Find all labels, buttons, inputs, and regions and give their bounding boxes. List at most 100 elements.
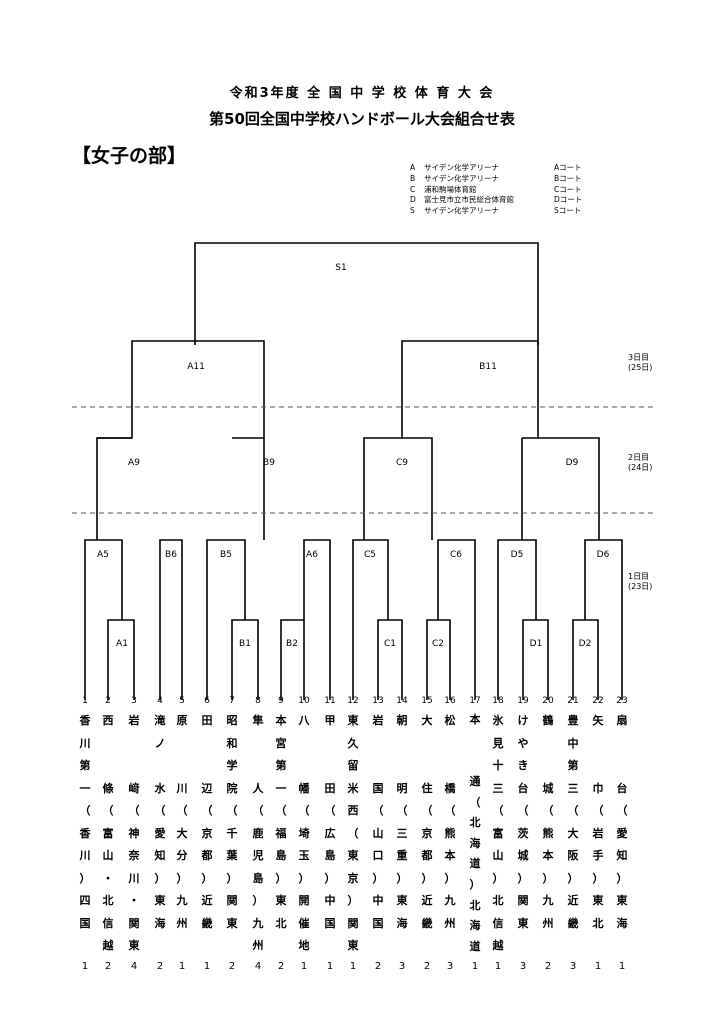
- team-name-char: 鶴: [542, 714, 554, 727]
- team-name-char: （: [154, 804, 166, 817]
- team-name-char: [293, 755, 315, 778]
- team-name-char: 関: [128, 916, 140, 930]
- team-name-char: 三: [567, 781, 579, 795]
- team-name-char: 道: [469, 939, 481, 953]
- team-name-char: 京: [201, 826, 213, 840]
- team-seed: 1: [349, 960, 357, 972]
- team-seed: 1: [471, 960, 479, 972]
- team-name-char: 学: [226, 759, 238, 772]
- team-name-char: [367, 755, 389, 778]
- match-round16: B6: [165, 550, 177, 560]
- team-name-char: 矢: [592, 714, 604, 727]
- venue-court: Aコート: [554, 163, 582, 172]
- team-name-char: [587, 733, 609, 756]
- team-number: 3: [131, 696, 137, 706]
- team-name-char: 明: [396, 781, 408, 795]
- match-round32: B2: [286, 639, 298, 649]
- team-name-char: （: [324, 804, 336, 817]
- team-name-char: （: [275, 804, 287, 817]
- team-name-char: け: [517, 714, 529, 727]
- team-name-char: や: [517, 736, 529, 750]
- team-name-char: ）: [396, 871, 408, 885]
- team-name-char: （: [396, 804, 408, 817]
- team-name-char: [537, 733, 559, 756]
- team-name-char: 三: [396, 826, 408, 840]
- event-title: 令和3年度 全 国 中 学 校 体 育 大 会: [229, 86, 495, 101]
- team-number: 2: [105, 696, 111, 706]
- venue-name: 富士見市立市民総合体育館: [424, 195, 514, 205]
- team-name-char: 神: [128, 826, 140, 840]
- team-number: 23: [616, 696, 628, 706]
- team-name-char: [367, 733, 389, 756]
- team-name-char: 地: [298, 939, 310, 952]
- team-name-char: [247, 733, 269, 756]
- team-name-char: [196, 755, 218, 778]
- team-name-char: [391, 733, 413, 756]
- match-round16: D6: [597, 550, 610, 560]
- match-quarter: C9: [396, 458, 408, 468]
- team-name-char: 川: [176, 781, 188, 795]
- team-name-char: 東: [347, 849, 359, 862]
- team-name-char: 州: [252, 939, 264, 952]
- team-name-char: 中: [567, 736, 579, 750]
- team-name-char: ）: [347, 894, 359, 907]
- team-name-char: 熊: [444, 826, 456, 840]
- team-name-spacer: [221, 935, 243, 958]
- team-name-char: 一: [275, 781, 287, 795]
- team-seed: 1: [300, 960, 308, 972]
- team-name-char: ）: [298, 871, 310, 885]
- team-name-char: 東: [616, 894, 628, 907]
- venue-name: サイデン化学アリーナ: [424, 163, 499, 172]
- team-name-char: 愛: [154, 826, 166, 840]
- day-name: 2日目: [628, 453, 650, 462]
- team-name-char: [123, 755, 145, 778]
- venue-code: B: [410, 173, 416, 183]
- team-name-char: 岩: [372, 714, 384, 727]
- team-name-char: 州: [542, 916, 554, 930]
- team-name-char: 田: [201, 714, 213, 727]
- match-round32: C1: [384, 639, 396, 649]
- team-name-char: 熊: [542, 826, 554, 840]
- venue-code: D: [410, 195, 416, 205]
- team-number: 6: [204, 696, 210, 706]
- venue-name: サイデン化学アリーナ: [424, 206, 499, 216]
- team-name-char: 通: [469, 774, 481, 788]
- team-name-char: 東: [226, 916, 238, 930]
- team-name-char: 阪: [567, 849, 579, 862]
- team-name-char: 葉: [226, 849, 238, 862]
- team-name-char: 関: [226, 894, 238, 907]
- team-name-char: （: [592, 804, 604, 817]
- team-name-char: ・: [102, 871, 114, 885]
- team-name-char: ）: [79, 871, 91, 885]
- team-number: 11: [324, 696, 336, 706]
- team-name-char: （: [128, 804, 140, 817]
- team-name-char: 島: [324, 849, 336, 862]
- team-name-char: 東: [275, 894, 287, 907]
- team-name-char: 福: [275, 826, 287, 840]
- team-name-char: 宮: [275, 736, 287, 750]
- team-name-char: 九: [444, 894, 456, 907]
- team-name-char: 分: [176, 849, 188, 862]
- team-name-char: 国: [372, 916, 384, 930]
- team-name-spacer: [537, 935, 559, 958]
- venue-name: サイデン化学アリーナ: [424, 173, 499, 183]
- team-name-char: 北: [102, 894, 114, 907]
- team-name-spacer: [319, 935, 341, 958]
- team-name-char: 留: [347, 759, 359, 772]
- team-name-char: [171, 733, 193, 756]
- team-name-spacer: [196, 935, 218, 958]
- team-name-char: （: [517, 804, 529, 817]
- team-name-char: 東: [396, 894, 408, 907]
- team-name-char: [319, 755, 341, 778]
- team-number: 4: [157, 696, 163, 706]
- team-name-char: [97, 755, 119, 778]
